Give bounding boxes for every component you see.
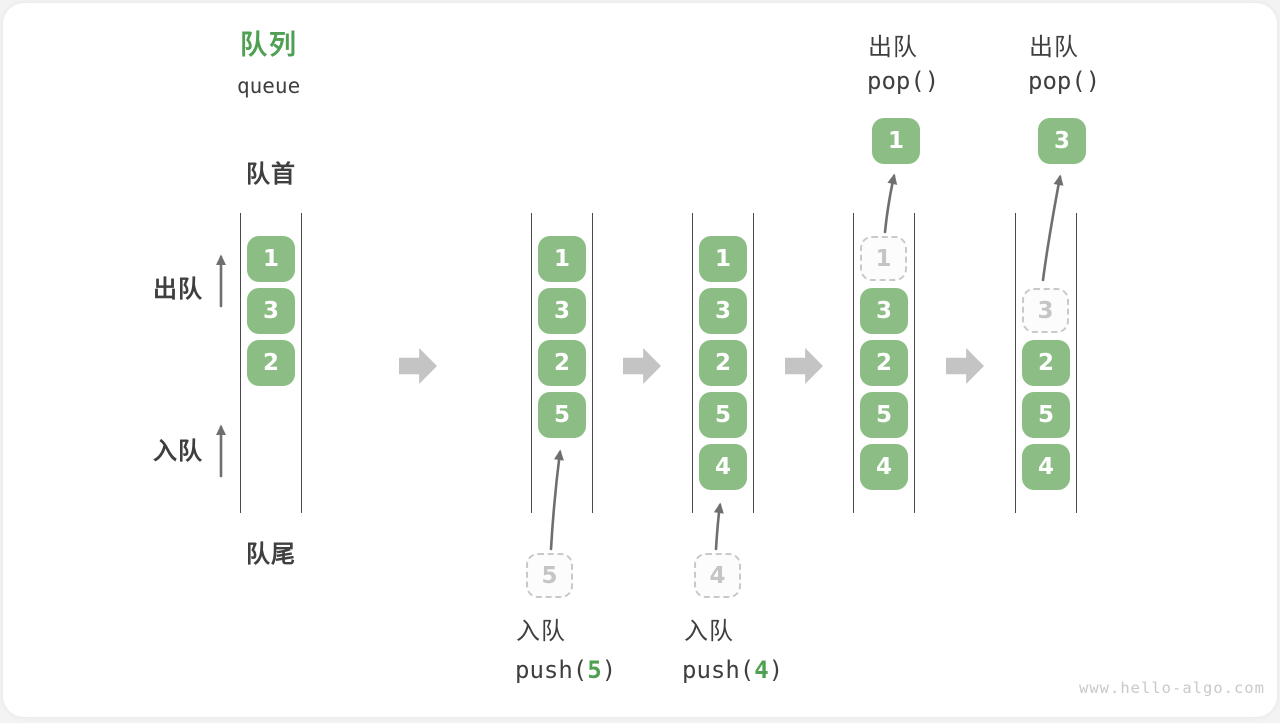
code-close: ) [768, 656, 784, 684]
code-fn: push( [682, 656, 755, 684]
code-arg: 5 [587, 656, 602, 684]
pop-1-op-label: 出队 [868, 34, 918, 61]
removed-box: 3 [1022, 288, 1069, 333]
next-state-arrow-icon [785, 348, 823, 384]
push-5-op-label: 入队 [516, 618, 566, 645]
queue-box: 3 [538, 288, 586, 334]
popped-box: 3 [1038, 118, 1086, 164]
queue-box: 4 [699, 444, 747, 490]
queue-channel-2 [531, 213, 593, 513]
queue-box: 2 [538, 340, 586, 386]
queue-rear-label: 队尾 [246, 541, 296, 568]
queue-box: 5 [860, 392, 908, 438]
dequeue-direction-label: 出队 [153, 276, 203, 303]
enqueue-direction-label: 入队 [153, 438, 203, 465]
push-4-code-label: push(4) [682, 656, 783, 684]
queue-box: 2 [247, 340, 295, 386]
queue-box: 5 [699, 392, 747, 438]
code-fn: push( [515, 656, 588, 684]
watermark: www.hello-algo.com [1079, 679, 1265, 697]
pending-push-box: 5 [526, 553, 573, 598]
next-state-arrow-icon [623, 348, 661, 384]
queue-box: 2 [699, 340, 747, 386]
queue-box: 3 [860, 288, 908, 334]
queue-box: 2 [1022, 340, 1070, 386]
queue-box: 2 [860, 340, 908, 386]
pop-3-op-label: 出队 [1029, 34, 1079, 61]
next-state-arrow-icon [946, 348, 984, 384]
queue-box: 5 [538, 392, 586, 438]
queue-channel-1 [240, 213, 302, 513]
code-arg: 4 [754, 656, 769, 684]
pop-1-code-label: pop() [867, 67, 940, 95]
pending-push-box: 4 [694, 553, 741, 598]
queue-box: 5 [1022, 392, 1070, 438]
diagram-subtitle: queue [237, 74, 301, 98]
queue-channel-5 [1015, 213, 1077, 513]
queue-channel-4 [853, 213, 915, 513]
queue-front-label: 队首 [246, 161, 296, 188]
queue-box: 1 [538, 236, 586, 282]
next-state-arrow-icon [399, 348, 437, 384]
queue-channel-3 [692, 213, 754, 513]
code-close: ) [601, 656, 617, 684]
pop-3-code-label: pop() [1028, 67, 1101, 95]
queue-box: 3 [699, 288, 747, 334]
popped-box: 1 [872, 118, 920, 164]
queue-box: 4 [1022, 444, 1070, 490]
queue-box: 1 [699, 236, 747, 282]
removed-box: 1 [860, 236, 907, 281]
push-4-op-label: 入队 [684, 618, 734, 645]
queue-box: 4 [860, 444, 908, 490]
push-5-code-label: push(5) [515, 656, 616, 684]
queue-box: 1 [247, 236, 295, 282]
diagram-title: 队列 [240, 30, 298, 60]
queue-box: 3 [247, 288, 295, 334]
